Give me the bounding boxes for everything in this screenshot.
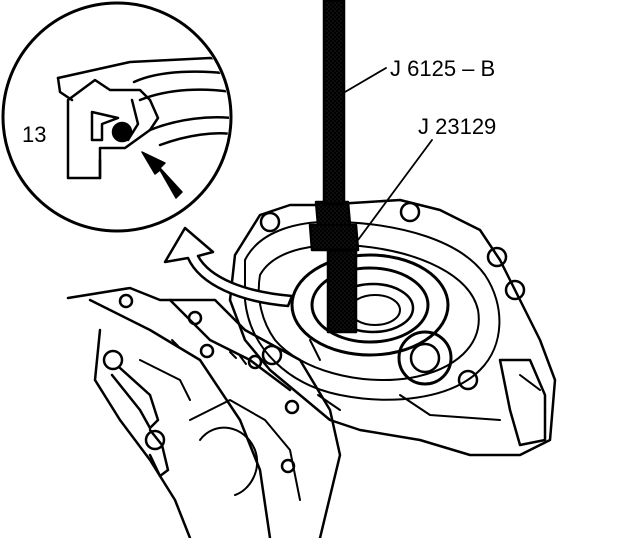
pointer-arrow — [141, 151, 183, 199]
extension-housing — [228, 198, 557, 457]
label-slide-hammer: J 6125 – B — [390, 56, 496, 81]
housing-boss — [397, 330, 453, 386]
detail-inset — [1, 1, 233, 233]
label-seal-remover: J 23129 — [418, 114, 497, 139]
output-seal — [290, 253, 450, 357]
removal-direction-arrow — [163, 226, 294, 308]
transmission-case — [66, 286, 342, 540]
bolt — [144, 428, 170, 478]
slide-hammer-shaft — [322, 0, 346, 206]
seal-remover-tool — [308, 200, 360, 334]
callout-number: 13 — [22, 122, 47, 147]
garter-spring — [111, 121, 133, 143]
bolt — [102, 349, 160, 430]
leader-line-slide-hammer — [344, 67, 387, 93]
leader-line-remover — [357, 139, 433, 241]
